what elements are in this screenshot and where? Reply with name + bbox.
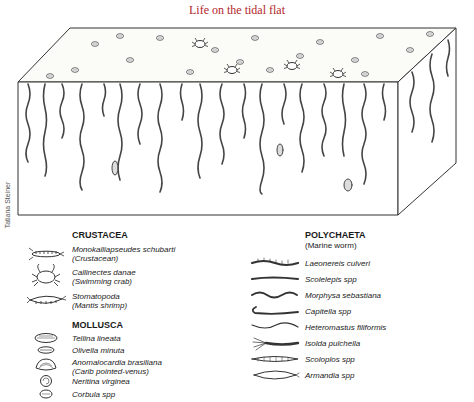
anomalocardia-icon <box>36 359 56 370</box>
armandia-icon <box>254 371 299 379</box>
capitella-icon <box>253 307 298 314</box>
scolelepis-icon <box>252 278 298 280</box>
species-name: Laeonereis culveri <box>305 259 470 268</box>
olivella-icon <box>38 347 54 353</box>
sediment-block <box>18 28 456 215</box>
isolda-icon <box>253 338 298 350</box>
tanaid-icon <box>29 248 64 260</box>
species-name: Tellina lineata <box>72 334 222 343</box>
species-name: Scoloplos spp <box>305 355 470 364</box>
tellina-icon <box>35 334 57 343</box>
species-name: Callinectes danae (Swimming crab) <box>72 268 162 286</box>
group-heading: POLYCHAETA <box>305 230 366 241</box>
laeonereis-icon <box>252 258 298 265</box>
surface-shells <box>47 32 434 79</box>
diagram-title: Life on the tidal flat <box>0 3 474 18</box>
scoloplos-icon <box>252 357 298 362</box>
morphysa-icon <box>252 293 297 298</box>
surface-crabs <box>192 38 346 78</box>
heteromastus-icon <box>252 323 298 328</box>
species-name: Scolelepis spp <box>305 275 470 284</box>
crab-icon <box>32 264 60 286</box>
species-name: Capitella spp <box>305 307 470 316</box>
buried-worms <box>26 40 450 194</box>
species-name: Olivella minuta <box>72 346 222 355</box>
mantis-shrimp-icon <box>27 296 66 304</box>
species-name: Armandia spp <box>305 371 470 380</box>
neritina-icon <box>41 376 52 387</box>
legend-icons <box>27 248 299 398</box>
corbula-icon <box>40 390 52 398</box>
species-name: Heteromastus filiformis <box>305 323 470 332</box>
species-name: Neritina virginea <box>72 377 222 386</box>
group-subheading: (Marine worm) <box>305 241 357 251</box>
artist-signature: Tatiana Steiner <box>4 170 12 240</box>
group-heading: CRUSTACEA <box>72 230 128 241</box>
group-heading: MOLLUSCA <box>72 320 123 331</box>
species-name: Stomatopoda (Mantis shrimp) <box>72 292 142 310</box>
species-name: Monokalliapseudes schubarti (Crustacean) <box>72 245 197 263</box>
species-name: Morphysa sebastiana <box>305 291 470 300</box>
species-name: Isolda pulchella <box>305 339 470 348</box>
species-name: Corbula spp <box>72 390 222 399</box>
species-name: Anomalocardia brasiliana (Carib pointed-… <box>72 358 182 376</box>
